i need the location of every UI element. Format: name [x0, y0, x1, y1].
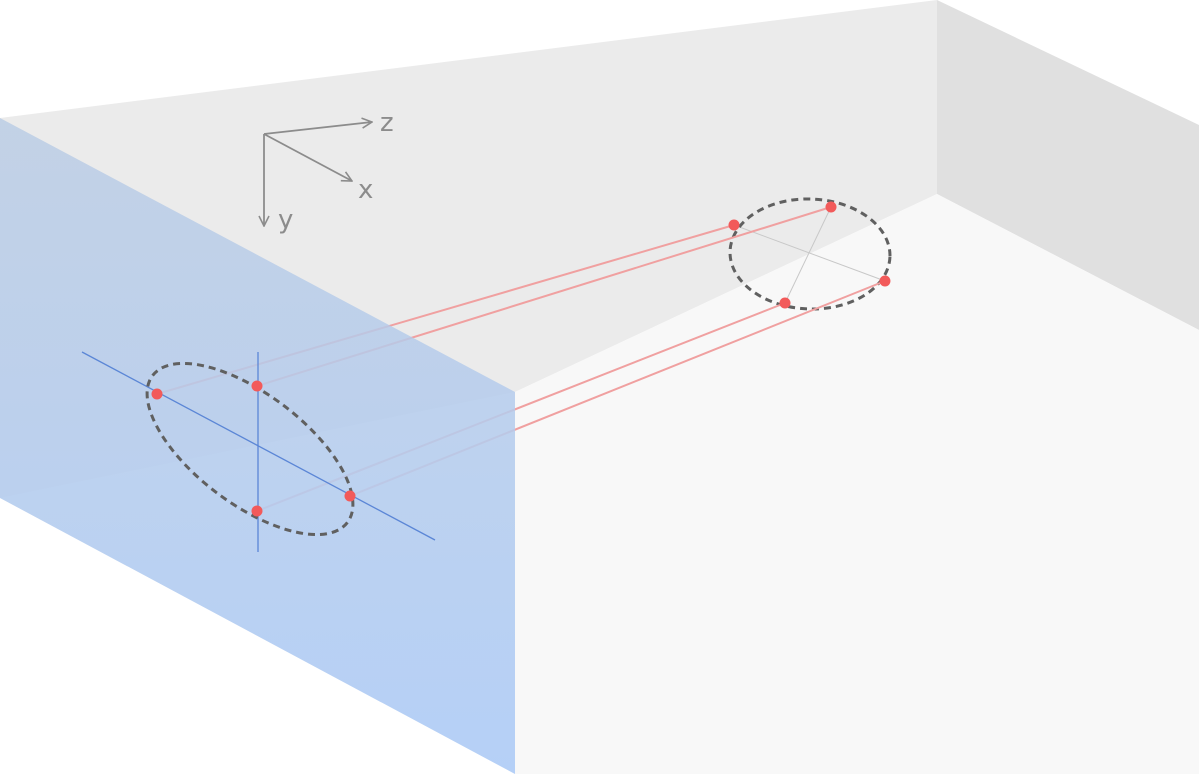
right-wall — [937, 0, 1199, 330]
far-chord-line — [784, 206, 832, 304]
projected-point — [151, 388, 163, 400]
x-axis-arrow — [263, 133, 352, 181]
y-axis-label: y — [278, 205, 293, 235]
far-ellipse-object — [728, 197, 892, 311]
far-dashed-ellipse — [728, 197, 892, 311]
object-point — [779, 297, 791, 309]
projected-point — [344, 490, 356, 502]
projected-point — [251, 505, 263, 517]
corresponding-points — [151, 201, 891, 517]
projected-dashed-ellipse — [145, 361, 355, 537]
z-axis-label: z — [380, 108, 394, 138]
projected-point — [251, 380, 263, 392]
object-point — [879, 275, 891, 287]
coordinate-axes: z x y — [264, 108, 394, 235]
object-point — [825, 201, 837, 213]
object-point — [728, 219, 740, 231]
z-axis-arrow — [263, 122, 372, 135]
x-axis-label: x — [358, 175, 373, 205]
